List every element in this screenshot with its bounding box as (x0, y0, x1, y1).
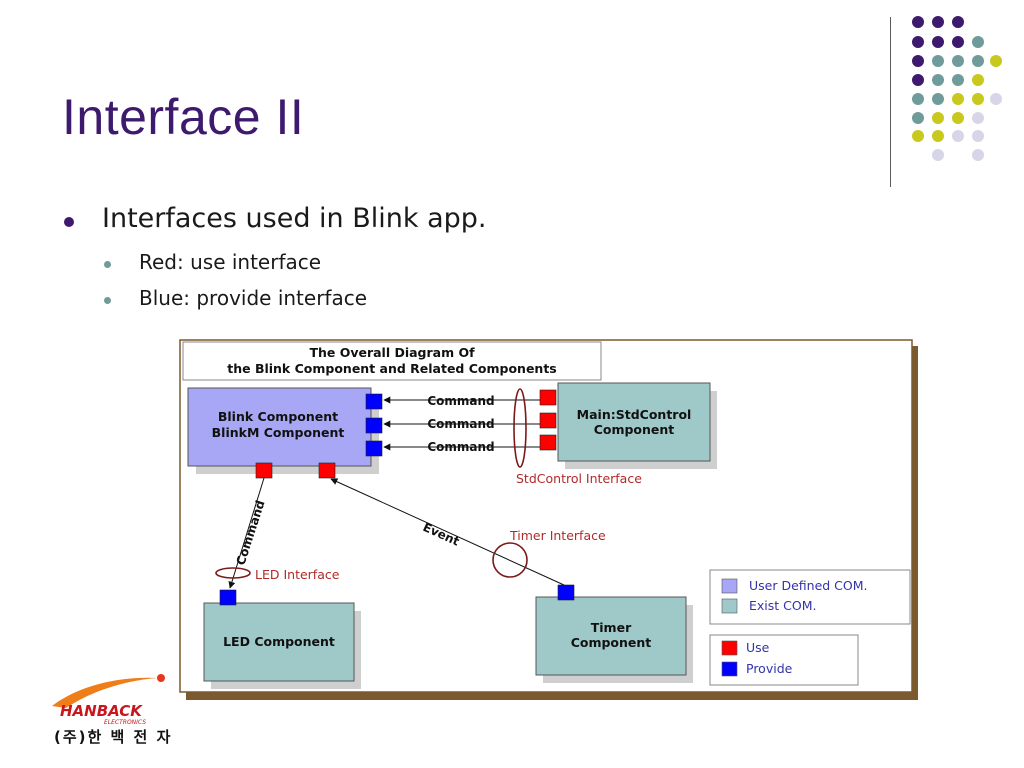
command-arrow-led (228, 477, 265, 589)
command-label-1: Command (427, 394, 494, 408)
legend-provide-label: Provide (746, 661, 793, 676)
blink-provide-port-1 (365, 393, 383, 410)
dot-row-7 (912, 130, 984, 142)
dot-row-2 (912, 36, 984, 48)
blink-component-line2: BlinkM Component (212, 425, 345, 440)
dot-row-8 (932, 149, 984, 161)
blink-provide-port-2 (365, 417, 383, 434)
led-component-box (203, 602, 355, 682)
timer-interface-circle (492, 542, 528, 578)
main-use-port-3 (539, 434, 557, 451)
blink-use-port-led (255, 462, 273, 479)
main-component-line2: Component (594, 422, 675, 437)
sub-bullet-dot-icon (104, 297, 111, 304)
led-interface-ellipse (215, 567, 251, 579)
diagram-header-line1: The Overall Diagram Of (309, 345, 475, 360)
bullet-main-text: Interfaces used in Blink app. (102, 203, 487, 234)
blink-component-line1: Blink Component (218, 409, 338, 424)
diagram-header-box (182, 341, 602, 381)
timer-component-line1: Timer (591, 620, 632, 635)
blink-component-box (187, 387, 372, 467)
legend-exist-swatch (721, 598, 738, 614)
led-component-label: LED Component (223, 634, 335, 649)
timer-provide-port (557, 584, 575, 601)
sub-bullet-blue-text: Blue: provide interface (139, 286, 368, 310)
timer-component-line2: Component (571, 635, 652, 650)
stdcontrol-interface-ellipse (513, 388, 527, 468)
logo-dot-icon (157, 674, 165, 682)
dot-row-5 (912, 93, 1002, 105)
dot-row-6 (912, 112, 984, 124)
dot-row-1 (912, 16, 964, 28)
sub-bullet-dot-icon (104, 261, 111, 268)
legend-use-swatch (721, 640, 738, 656)
dot-row-4 (912, 74, 984, 86)
logo-korean-text: (주)한 백 전 자 (54, 728, 173, 746)
decorative-dot-grid (912, 16, 1002, 161)
blink-use-port-timer (318, 462, 336, 479)
main-use-port-1 (539, 389, 557, 406)
timer-component-box (535, 596, 687, 676)
logo-brand-text: HANBACK (60, 702, 143, 720)
logo-sub-text: ELECTRONICS (104, 719, 146, 726)
diagram-header-line2: the Blink Component and Related Componen… (227, 361, 557, 376)
dot-row-3 (912, 55, 1002, 67)
page-title: Interface II (62, 89, 305, 145)
blink-provide-port-3 (365, 440, 383, 457)
main-use-port-2 (539, 412, 557, 429)
title-divider-line (890, 17, 891, 187)
sub-bullet-red-text: Red: use interface (139, 250, 322, 274)
led-interface-label: LED Interface (255, 567, 340, 582)
command-label-2: Command (427, 417, 494, 431)
hanback-logo: HANBACK ELECTRONICS (52, 674, 165, 726)
legend-user-defined-swatch (721, 578, 738, 594)
legend-com-box (709, 569, 911, 625)
command-label-3: Command (427, 440, 494, 454)
bullet-dot-icon (64, 217, 74, 227)
blink-component-diagram: The Overall Diagram Of the Blink Compone… (179, 339, 918, 700)
legend-user-defined-label: User Defined COM. (749, 578, 868, 593)
legend-use-label: Use (746, 640, 770, 655)
legend-exist-label: Exist COM. (749, 598, 816, 613)
main-component-box (557, 382, 711, 462)
led-provide-port (219, 589, 237, 606)
stdcontrol-interface-label: StdControl Interface (516, 471, 642, 486)
legend-provide-swatch (721, 661, 738, 677)
logo-swoosh-icon (52, 677, 158, 708)
main-component-line1: Main:StdControl (577, 407, 692, 422)
timer-interface-label: Timer Interface (509, 528, 606, 543)
